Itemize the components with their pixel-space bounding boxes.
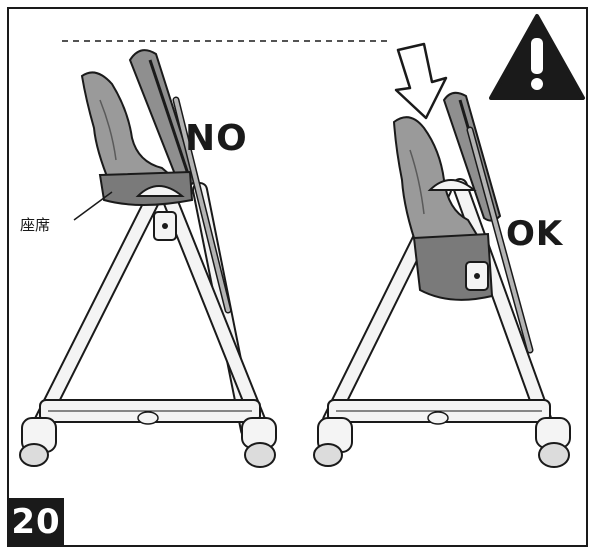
- label-ok: OK: [506, 214, 564, 254]
- warning-triangle-icon: [489, 14, 585, 100]
- page-border: [7, 7, 588, 547]
- step-number: 20: [11, 502, 61, 542]
- step-number-box: [8, 498, 64, 546]
- highchair-incorrect: [19, 49, 277, 468]
- wheel: [241, 417, 277, 468]
- label-seat: 座席: [20, 216, 51, 234]
- arrow-down-icon: [394, 42, 448, 120]
- label-no: NO: [185, 118, 248, 159]
- wheel: [19, 417, 57, 467]
- seat-leader-line: [73, 191, 113, 221]
- wheel: [313, 417, 353, 467]
- highchair-correct: [313, 91, 571, 468]
- wheel: [535, 417, 571, 468]
